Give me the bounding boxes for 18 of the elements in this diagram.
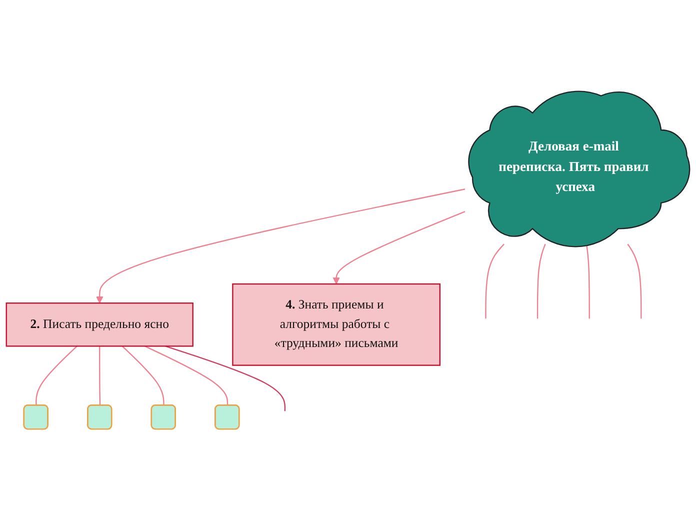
connector-line — [96, 188, 466, 304]
subtopic-box — [23, 404, 48, 430]
connector-line — [536, 244, 546, 318]
connector-line — [36, 346, 78, 406]
connector-line — [586, 244, 590, 318]
connector-line — [165, 345, 286, 411]
subtopic-box — [150, 404, 176, 430]
connector-line — [144, 345, 228, 406]
cloud-node: Деловая e-mail переписка. Пять правил успеха — [468, 90, 690, 247]
connector-line — [122, 346, 164, 406]
subtopic-box — [214, 404, 240, 430]
topic-box: 4. Знать приемы и алгоритмы работы с «трудными» письмами — [232, 283, 441, 366]
connector-line — [332, 210, 466, 284]
topic-box: 2. Писать предельно ясно — [6, 302, 194, 347]
subtopic-box — [87, 404, 112, 430]
connector-line — [485, 244, 504, 318]
connector-line — [627, 244, 642, 318]
connector-line — [99, 346, 101, 406]
